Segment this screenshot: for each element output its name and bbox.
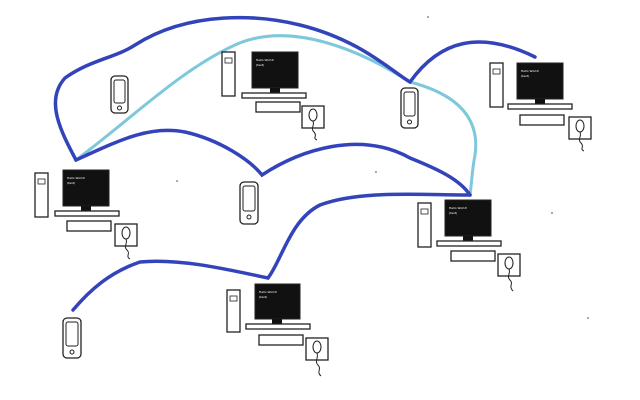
phone-device (110, 75, 129, 114)
mouse-cable (124, 238, 131, 260)
mouse-cable (315, 352, 322, 377)
computer-workstation: Hello World! (text) (417, 199, 521, 292)
keyboard-icon (519, 114, 565, 126)
phone-device (400, 87, 419, 129)
mouse-cable (311, 120, 318, 141)
keyboard-icon (258, 334, 304, 346)
mouse-icon (575, 119, 585, 133)
monitor-base (507, 103, 573, 110)
monitor-stand (535, 99, 545, 104)
monitor-stand (270, 88, 280, 93)
monitor-base (241, 92, 307, 99)
monitor-stand (272, 319, 282, 324)
connection-links (53, 15, 537, 312)
screen-line: (text) (67, 181, 75, 185)
phone-device (239, 181, 259, 225)
phone-button-icon (407, 119, 412, 125)
screen-line: Hello World! (256, 58, 274, 62)
computer-workstation: Hello World! (text) (489, 62, 592, 152)
tower-drive (37, 178, 46, 185)
monitor-screen (444, 199, 492, 237)
screen-line: Hello World! (67, 176, 85, 180)
monitor-base (436, 240, 502, 247)
screen-line: Hello World! (449, 206, 467, 210)
monitor-base (54, 210, 120, 217)
wireless-link (74, 128, 472, 197)
mouse-icon (312, 340, 322, 354)
speck (176, 180, 178, 182)
screen-line: Hello World! (521, 69, 539, 73)
tower-drive (420, 208, 429, 215)
screen-line: (text) (259, 295, 267, 299)
phone-screen (403, 91, 416, 117)
phone-device (62, 317, 82, 359)
screen-line: Hello World! (259, 290, 277, 294)
wireless-link (408, 80, 478, 197)
phone-screen (242, 185, 256, 212)
phone-button-icon (69, 349, 75, 355)
phone-screen (65, 321, 79, 347)
phone-button-icon (246, 214, 252, 220)
mouse-icon (308, 108, 318, 122)
monitor-stand (81, 206, 91, 211)
mouse-cable (578, 131, 585, 152)
screen-line: (text) (521, 74, 529, 78)
screen-line: (text) (449, 211, 457, 215)
wireless-link (408, 40, 537, 84)
computer-workstation: Hello World! (text) (226, 283, 329, 377)
wireless-link (71, 192, 472, 312)
tower-drive (492, 68, 501, 75)
keyboard-icon (255, 101, 301, 113)
monitor-screen (254, 283, 301, 320)
background-specks (176, 16, 589, 319)
wireless-link (74, 34, 412, 162)
speck (551, 212, 553, 214)
monitor-base (245, 323, 311, 330)
computer-workstation: Hello World! (text) (34, 169, 138, 260)
screen-line: (text) (256, 63, 264, 67)
computer-workstation: Hello World! (text) (221, 51, 325, 141)
keyboard-icon (66, 220, 112, 232)
mouse-icon (121, 226, 131, 240)
speck (427, 16, 429, 18)
mouse-icon (504, 256, 514, 270)
phone-button-icon (117, 105, 122, 111)
monitor-screen (62, 169, 110, 207)
monitor-screen (251, 51, 299, 89)
mouse-cable (507, 268, 514, 292)
monitor-stand (463, 236, 473, 241)
tower-drive (229, 295, 238, 302)
wireless-link (53, 15, 412, 162)
tower-drive (224, 57, 233, 64)
keyboard-icon (450, 250, 496, 262)
speck (587, 317, 589, 319)
speck (375, 171, 377, 173)
phone-screen (113, 79, 126, 104)
